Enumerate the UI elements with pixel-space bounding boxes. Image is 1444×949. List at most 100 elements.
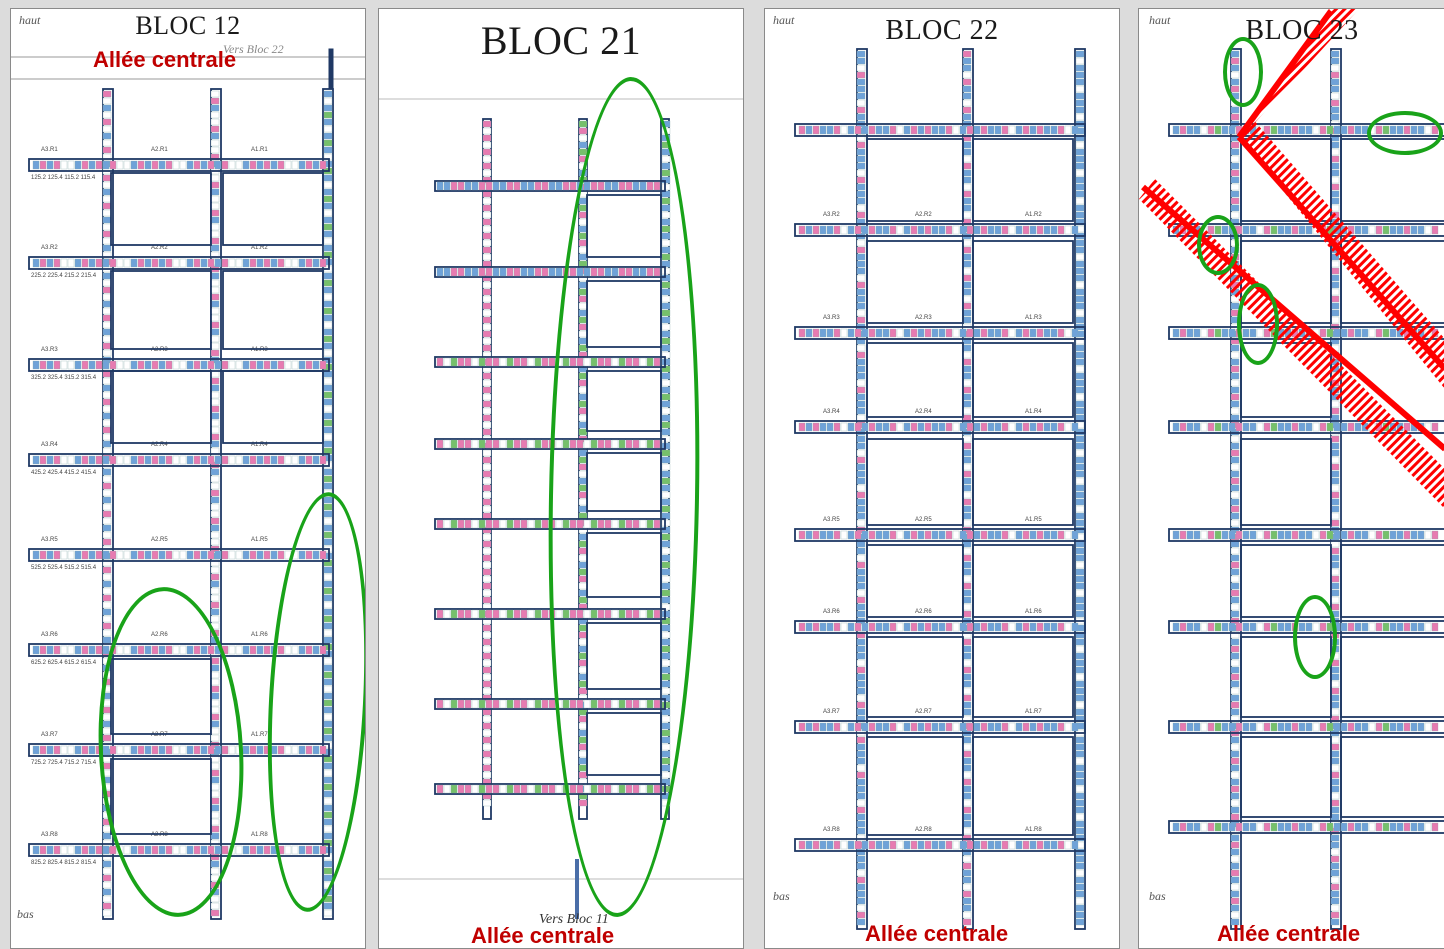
rack-cell <box>1075 211 1085 219</box>
rack-cell <box>1330 736 1340 744</box>
rack-cell <box>1075 785 1085 793</box>
rack-cell <box>578 162 588 170</box>
rack-cell <box>856 400 866 408</box>
rack-cell <box>457 519 465 529</box>
rack-cell <box>200 550 208 560</box>
rack-cell <box>200 360 208 370</box>
rack-cell <box>1330 554 1340 562</box>
rack-cell <box>1277 530 1285 540</box>
rack-cell <box>910 225 918 235</box>
rack-cell <box>1075 589 1085 597</box>
rack-cell <box>1075 904 1085 912</box>
rack-cell <box>534 267 542 277</box>
rack-cell <box>482 561 492 569</box>
rack-cell <box>482 491 492 499</box>
rack-cell <box>102 825 112 833</box>
rack-cell <box>555 181 563 191</box>
rack-cell <box>578 211 588 219</box>
rack-cell <box>653 439 661 449</box>
rack-cell <box>298 258 306 268</box>
rack-cell <box>611 357 619 367</box>
rack-cell <box>604 699 612 709</box>
strike-line <box>1141 184 1444 452</box>
rack-cell <box>1424 125 1432 135</box>
rack-cell <box>1008 225 1016 235</box>
rack-cell <box>323 678 333 686</box>
rack-cell <box>1340 622 1348 632</box>
rack-cell <box>931 722 939 732</box>
rack-cell <box>625 439 633 449</box>
rack-cell <box>1022 328 1030 338</box>
rack-cell <box>1417 125 1425 135</box>
rack-cell <box>578 120 588 128</box>
rack-cell <box>207 258 215 268</box>
rack-cell <box>861 840 869 850</box>
rack-cell <box>312 745 320 755</box>
rack-cell <box>53 360 61 370</box>
rack-cell <box>1075 890 1085 898</box>
rack-cell <box>1326 530 1334 540</box>
rack-cell <box>1305 822 1313 832</box>
rack-cell <box>1221 530 1229 540</box>
rack-cell <box>541 267 549 277</box>
rack-cell <box>1228 225 1236 235</box>
rack-cell <box>210 419 220 427</box>
rack-cell <box>882 422 890 432</box>
rack-cell <box>1221 328 1229 338</box>
rack-cell <box>1330 316 1340 324</box>
rack-cell <box>578 652 588 660</box>
rack-cell <box>53 455 61 465</box>
rack-cell <box>323 853 333 861</box>
rack-code: A1.R4 <box>1025 409 1042 415</box>
rack-cell <box>819 622 827 632</box>
rack-cell <box>653 357 661 367</box>
rack-cell <box>1330 561 1340 569</box>
rack-cell <box>1230 603 1240 611</box>
rack-cell <box>1075 239 1085 247</box>
rack-cell <box>165 550 173 560</box>
rack-frame <box>1074 48 1086 930</box>
rack-cell <box>323 888 333 896</box>
rack-cell <box>1186 530 1194 540</box>
rack-cell <box>249 745 257 755</box>
rack-cell <box>856 701 866 709</box>
rack-cell <box>578 799 588 807</box>
rack-cell <box>200 258 208 268</box>
rack-cell <box>1230 792 1240 800</box>
rack-cell <box>896 125 904 135</box>
rack-cell <box>962 778 972 786</box>
rack-cell <box>1230 736 1240 744</box>
rack-cell <box>826 125 834 135</box>
rack-cell <box>1330 897 1340 905</box>
rack-cell <box>962 316 972 324</box>
rack-cell <box>1221 722 1229 732</box>
rack-cell <box>1230 365 1240 373</box>
rack-code: A2.R8 <box>915 827 932 833</box>
rack-cell <box>323 153 333 161</box>
rack-cell <box>298 160 306 170</box>
rack-cell <box>1230 372 1240 380</box>
rack-cell <box>323 216 333 224</box>
rack-cell <box>323 223 333 231</box>
rack-cell <box>962 295 972 303</box>
rack-cell <box>1319 822 1327 832</box>
rack-cell <box>102 251 112 259</box>
rack-cell <box>661 645 671 653</box>
rack-cell <box>1075 743 1085 751</box>
rack-cell <box>165 455 173 465</box>
rack-cell <box>924 622 932 632</box>
rack-cell <box>868 328 876 338</box>
rack-cell <box>1230 519 1240 527</box>
rack-cell <box>1284 530 1292 540</box>
rack-cell <box>256 455 264 465</box>
rack-cell <box>102 160 110 170</box>
rack-cell <box>39 550 47 560</box>
rack-cell <box>1230 701 1240 709</box>
rack-cell <box>639 439 647 449</box>
rack-cell <box>323 230 333 238</box>
rack-cell <box>210 895 220 903</box>
rack-cell <box>60 550 68 560</box>
rack-frame <box>1340 138 1444 222</box>
rack-cell <box>856 813 866 821</box>
rack-frame <box>28 643 330 657</box>
